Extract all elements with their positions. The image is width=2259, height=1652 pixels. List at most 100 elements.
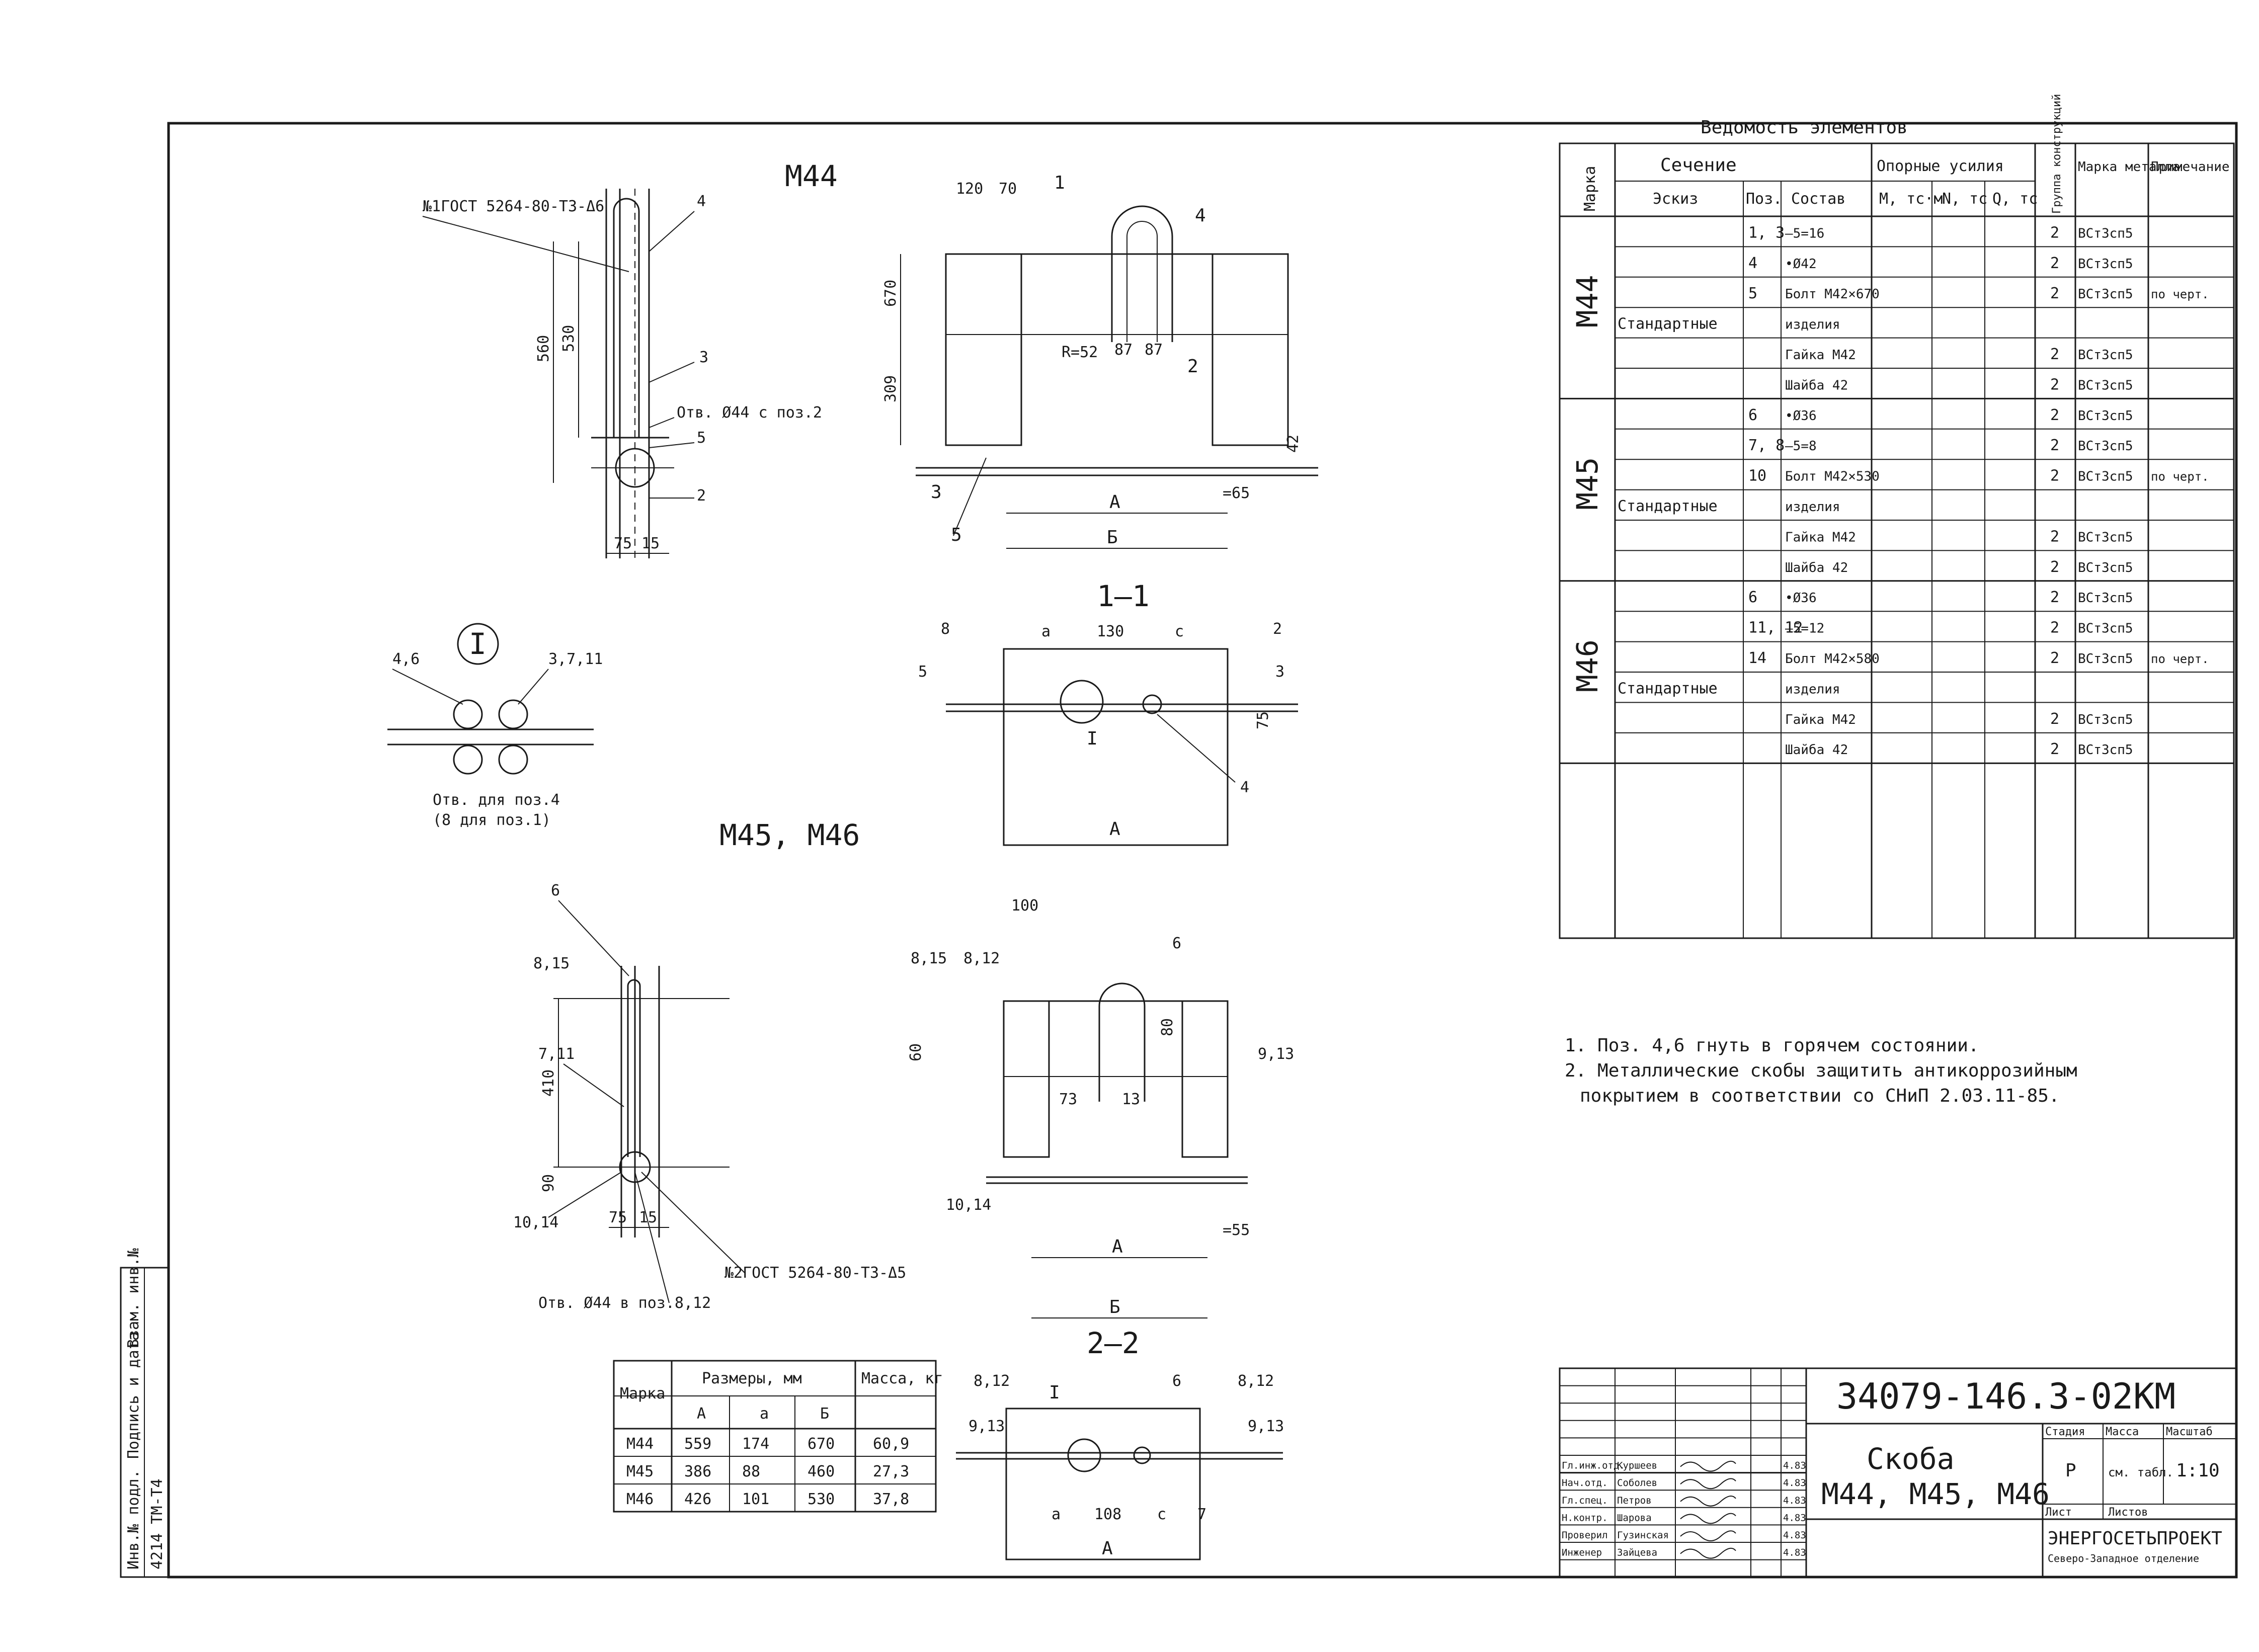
leader-node-37: 3,7,11 bbox=[548, 650, 603, 668]
signature-scribble bbox=[1680, 1513, 1736, 1524]
leader-node-hole: Отв. для поз.4 bbox=[433, 791, 560, 809]
svg-text:М44: М44 bbox=[626, 1435, 654, 1453]
svg-text:670: 670 bbox=[808, 1435, 835, 1453]
section-1-node: I bbox=[1087, 728, 1098, 749]
dim-m45-B: Б bbox=[1109, 1297, 1120, 1317]
stage-value: Р bbox=[2065, 1460, 2076, 1481]
et-cell-steel: ВСт3сп5 bbox=[2078, 257, 2133, 272]
et-cell-pos: 7, 8 bbox=[1748, 437, 1785, 454]
et-cell-steel: ВСт3сп5 bbox=[2078, 226, 2133, 241]
leader-s1-8: 8 bbox=[941, 620, 950, 638]
elements-table-title: Ведомость элементов bbox=[1701, 117, 1908, 138]
et-cell-comp: —5=12 bbox=[1785, 621, 1824, 636]
note-1: 1. Поз. 4,6 гнуть в горячем состоянии. bbox=[1565, 1035, 1979, 1056]
svg-text:М45: М45 bbox=[626, 1463, 654, 1480]
et-group-mark: М46 bbox=[1570, 639, 1604, 692]
sig-date: 4.83 bbox=[1783, 1477, 1806, 1489]
et-cell-comp: Шайба 42 bbox=[1785, 742, 1848, 758]
et-cell-pos: 11, 12 bbox=[1748, 619, 1803, 637]
signature-scribble bbox=[1680, 1547, 1736, 1559]
leader-m45f-815: 8,15 bbox=[911, 950, 947, 967]
et-cell-group: 2 bbox=[2050, 619, 2059, 637]
et-cell-sketch: Стандартные bbox=[1618, 498, 1718, 515]
view-m44-title: М44 bbox=[785, 159, 838, 193]
sig-role: Гл.спец. bbox=[1562, 1495, 1608, 1506]
sig-name: Зайцева bbox=[1617, 1547, 1657, 1558]
leader-m44f-3: 3 bbox=[931, 482, 942, 503]
svg-text:426: 426 bbox=[684, 1491, 711, 1508]
notes: 1. Поз. 4,6 гнуть в горячем состоянии. 2… bbox=[1565, 1035, 2077, 1106]
sig-date: 4.83 bbox=[1783, 1512, 1806, 1523]
leader-m45-gost: №2ГОСТ 5264-80-Т3-Δ5 bbox=[724, 1264, 906, 1282]
org-sub: Северо-Западное отделение bbox=[2048, 1552, 2199, 1564]
leader-m45-815: 8,15 bbox=[533, 955, 570, 972]
leader-m44-gost: №1ГОСТ 5264-80-Т3-Δ6 bbox=[423, 198, 604, 215]
et-head-section: Сечение bbox=[1660, 155, 1737, 176]
mass-label: Масса bbox=[2106, 1426, 2139, 1438]
et-cell-comp: •Ø36 bbox=[1785, 408, 1817, 424]
leader-s1-5: 5 bbox=[918, 663, 927, 681]
et-cell-group: 2 bbox=[2050, 589, 2059, 606]
leader-s1-3: 3 bbox=[1275, 663, 1284, 681]
et-cell-steel: ВСт3сп5 bbox=[2078, 469, 2133, 484]
dims-head-mark: Марка bbox=[620, 1385, 665, 1402]
dim-s1-75: 75 bbox=[1254, 711, 1272, 729]
leader-m44-5: 5 bbox=[697, 429, 706, 447]
et-cell-pos: 6 bbox=[1748, 406, 1757, 424]
et-cell-comp: Гайка М42 bbox=[1785, 530, 1856, 545]
node-1-label: I bbox=[469, 627, 487, 661]
dim-m45-73: 73 bbox=[1059, 1091, 1077, 1108]
dim-m45-13: 13 bbox=[1122, 1091, 1140, 1108]
svg-text:530: 530 bbox=[808, 1491, 835, 1508]
et-head-mark: Марка bbox=[1581, 166, 1599, 211]
svg-text:М46: М46 bbox=[626, 1491, 654, 1508]
sig-role: Проверил bbox=[1562, 1530, 1608, 1541]
et-cell-steel: ВСт3сп5 bbox=[2078, 621, 2133, 636]
sig-name: Петров bbox=[1617, 1495, 1652, 1506]
sig-name: Гузинская bbox=[1617, 1530, 1669, 1541]
drawing-code: 34079-146.3-02КМ bbox=[1836, 1376, 2175, 1417]
et-cell-steel: ВСт3сп5 bbox=[2078, 408, 2133, 424]
et-head-m: М, тс·м bbox=[1879, 190, 1943, 208]
et-cell-group: 2 bbox=[2050, 346, 2059, 363]
dim-m45-60: 60 bbox=[907, 1043, 925, 1061]
et-head-comp: Состав bbox=[1791, 190, 1845, 208]
drawing-title-1: Скоба bbox=[1867, 1442, 1955, 1476]
et-cell-comp: •Ø36 bbox=[1785, 591, 1817, 606]
et-cell-steel: ВСт3сп5 bbox=[2078, 742, 2133, 758]
view-node-1: I 4,6 3,7,11 Отв. для поз.4 (8 для поз.1… bbox=[387, 623, 603, 829]
view-section-1: 1—1 I А а 130 с 75 8 2 5 3 4 bbox=[918, 579, 1298, 846]
dim-m44-r52: R=52 bbox=[1062, 344, 1098, 361]
et-cell-steel: ВСт3сп5 bbox=[2078, 591, 2133, 606]
dim-m44-87a: 87 bbox=[1114, 341, 1133, 359]
et-cell-steel: ВСт3сп5 bbox=[2078, 348, 2133, 363]
leader-m45-1014: 10,14 bbox=[513, 1214, 558, 1231]
et-head-note: Примечание bbox=[2151, 159, 2230, 175]
et-cell-group: 2 bbox=[2050, 255, 2059, 272]
svg-text:386: 386 bbox=[684, 1463, 711, 1480]
table-row: Шайба 42 2 ВСт3сп5 bbox=[1785, 740, 2133, 758]
et-cell-steel: ВСт3сп5 bbox=[2078, 712, 2133, 727]
section-2-node: I bbox=[1049, 1382, 1060, 1403]
leader-s2-812b: 8,12 bbox=[1238, 1372, 1274, 1390]
dim-s2-A: А bbox=[1102, 1538, 1113, 1559]
leader-m44-3: 3 bbox=[699, 349, 708, 366]
dim-m44-560: 560 bbox=[535, 335, 552, 362]
dims-table: Марка Размеры, мм Масса, кг А а Б М44 55… bbox=[613, 1360, 943, 1513]
et-head-group: Группа конструкций bbox=[2051, 94, 2063, 214]
svg-text:88: 88 bbox=[742, 1463, 760, 1480]
et-cell-group: 2 bbox=[2050, 740, 2059, 758]
leader-s2-913b: 9,13 bbox=[1248, 1418, 1284, 1435]
et-cell-group: 2 bbox=[2050, 528, 2059, 545]
sig-name: Соболев bbox=[1617, 1477, 1657, 1489]
et-group-mark: М44 bbox=[1570, 275, 1604, 327]
et-cell-comp: Гайка М42 bbox=[1785, 348, 1856, 363]
et-cell-comp: Болт М42×670 bbox=[1785, 287, 1880, 302]
leader-s2-6: 6 bbox=[1172, 1372, 1181, 1390]
